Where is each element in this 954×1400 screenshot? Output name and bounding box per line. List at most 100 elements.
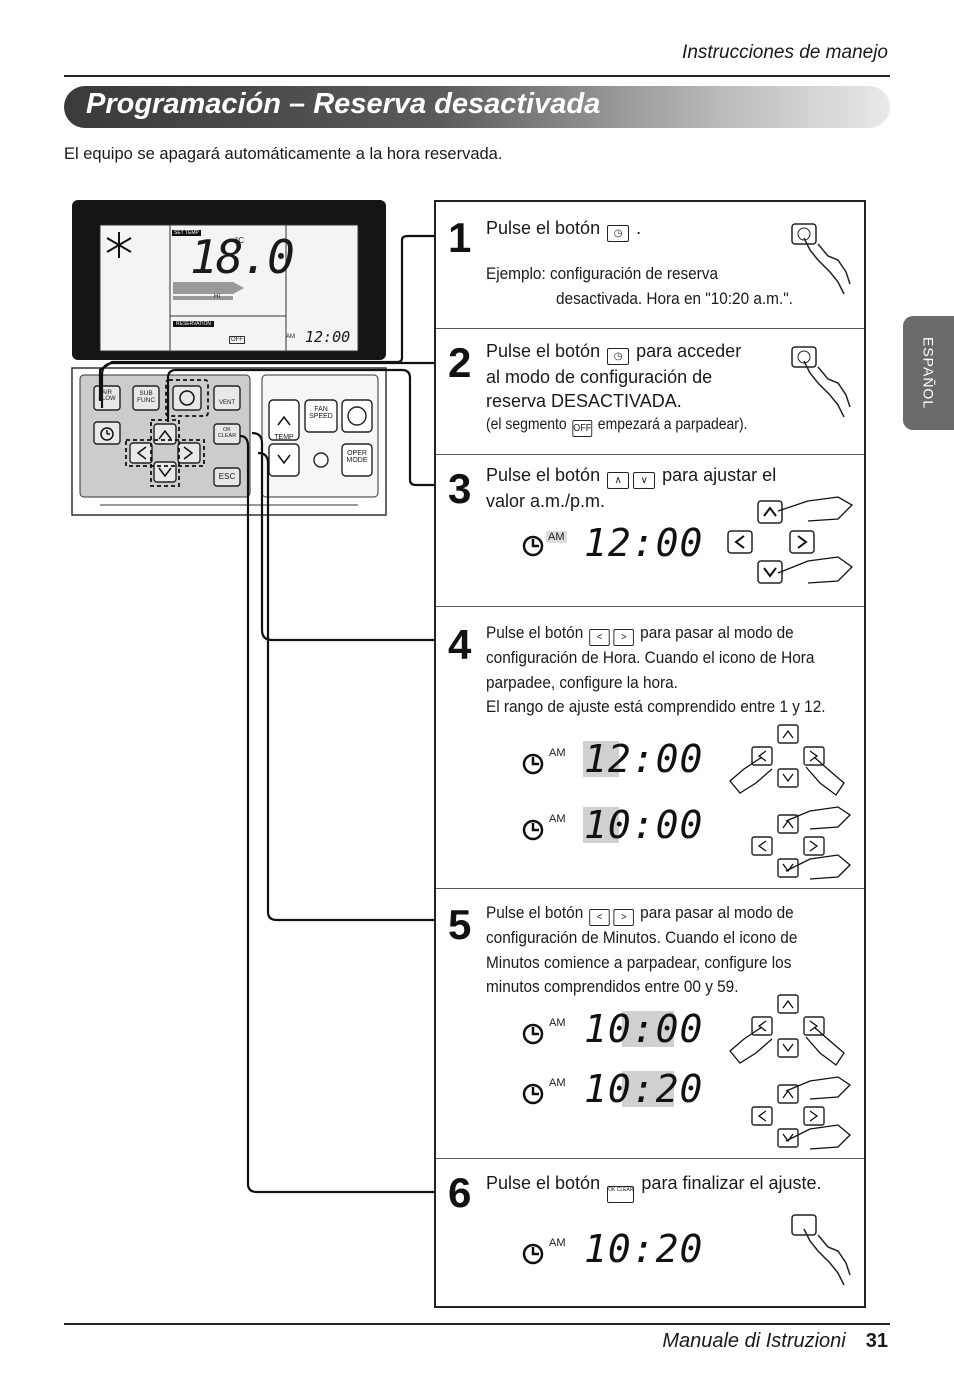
down-key-icon: ∨ (633, 472, 656, 489)
time-display: 10:00 (584, 1007, 704, 1051)
clock-icon (522, 535, 544, 557)
set-temp-label: SET TEMP (172, 230, 201, 236)
arrow-keys-hand-icon (729, 724, 852, 880)
step-6: 6 Pulse el botón OK CLEAR para finalizar… (436, 1158, 864, 1309)
title-bar (64, 86, 890, 128)
clock-icon (522, 1083, 544, 1105)
am-indicator: AM (549, 1017, 566, 1029)
intro-text: El equipo se apagará automáticamente a l… (64, 145, 503, 163)
step-number: 1 (448, 214, 472, 261)
step-number: 4 (448, 621, 472, 668)
esc-button[interactable]: ESC (218, 472, 236, 481)
step-3: 3 Pulse el botón ∧∨ para ajustar el valo… (436, 454, 864, 607)
step-2-line-2: al modo de configuración de (486, 367, 713, 387)
step-text: Pulse el botón <> para pasar al modo de … (486, 621, 826, 720)
reservation-label: RESERVATION (173, 321, 215, 327)
oper-mode-button[interactable]: OPER MODE (346, 450, 368, 464)
remote-drawing (71, 200, 434, 1194)
step-3-line-2: valor a.m./p.m. (486, 491, 606, 511)
step-6-text-a: Pulse el botón (486, 1173, 601, 1193)
step-number: 6 (448, 1169, 472, 1216)
language-tab: ESPAÑOL (903, 316, 954, 430)
page-number: 31 (865, 1330, 888, 1352)
step-number: 5 (448, 901, 472, 948)
off-segment: OFF (229, 336, 245, 344)
arrow-keys-hand-icon (729, 994, 852, 1150)
left-key-icon: < (589, 629, 610, 646)
hand-press-icon (791, 346, 851, 418)
remote-unit: °C (235, 236, 244, 245)
step-number: 2 (448, 339, 472, 386)
step-1-note-1: Ejemplo: configuración de reserva (486, 265, 719, 283)
hour-highlight (583, 741, 619, 777)
step-2-note-a: (el segmento (486, 416, 567, 433)
time-display: 10:00 (584, 803, 704, 847)
step-5-line-4: minutos comprendidos entre 00 y 59. (486, 978, 739, 996)
clock-icon (522, 819, 544, 841)
step-5-text-b: para pasar al modo de (640, 904, 794, 922)
remote-temp: 18.0 (190, 230, 295, 284)
clock-key-icon: ◷ (607, 348, 630, 365)
time-display: 12:00 (584, 737, 704, 781)
header-rule (64, 75, 890, 77)
time-display: 10:20 (584, 1067, 704, 1111)
right-key-icon: > (613, 629, 635, 646)
clock-key-icon: ◷ (607, 225, 630, 242)
ok-clear-button[interactable]: OK CLEAR (217, 427, 237, 439)
step-4-text-b: para pasar al modo de (640, 624, 794, 642)
temp-label: TEMP (274, 434, 294, 441)
minute-highlight (622, 1071, 674, 1107)
step-4-line-3: parpadee, configure la hora. (486, 673, 678, 692)
step-3-text-a: Pulse el botón (486, 465, 601, 485)
step-2-note-b: empezará a parpadear). (597, 416, 748, 433)
step-2: 2 Pulse el botón ◷ para acceder al modo … (436, 328, 864, 455)
clock-icon (522, 753, 544, 775)
step-text: Pulse el botón OK CLEAR para finalizar e… (486, 1171, 822, 1203)
clock-icon (522, 1243, 544, 1265)
minute-highlight (622, 1011, 674, 1047)
remote-controller: SET TEMP 18.0 °C HI RESERVATION OFF AM 1… (71, 200, 434, 1194)
step-text: Pulse el botón ◷ . (486, 216, 641, 242)
am-indicator: AM (549, 813, 566, 825)
step-number: 3 (448, 465, 472, 512)
am-indicator: AM (546, 531, 567, 543)
footer-rule (64, 1323, 890, 1325)
fan-level: HI (214, 294, 220, 300)
step-5: 5 Pulse el botón <> para pasar al modo d… (436, 888, 864, 1159)
am-indicator: AM (549, 1077, 566, 1089)
fan-speed-button[interactable]: FAN SPEED (309, 406, 333, 420)
subfunc-button[interactable]: SUB FUNC (136, 390, 156, 404)
language-tab-label: ESPAÑOL (920, 336, 937, 410)
step-text: Pulse el botón <> para pasar al modo de … (486, 901, 797, 1000)
step-4-line-2: configuración de Hora. Cuando el icono d… (486, 649, 815, 667)
time-display: 10:20 (584, 1227, 704, 1271)
hour-highlight (583, 807, 619, 843)
remote-time: 12:00 (305, 328, 351, 346)
right-key-icon: > (613, 909, 635, 926)
step-2-text-b: para acceder (636, 341, 742, 361)
clock-icon (522, 1023, 544, 1045)
vent-button[interactable]: VENT (218, 400, 235, 406)
snowflake-icon (106, 232, 132, 258)
step-4: 4 Pulse el botón <> para pasar al modo d… (436, 606, 864, 889)
step-3-text-b: para ajustar el (662, 465, 777, 485)
airflow-button[interactable]: AIR FLOW (98, 390, 116, 402)
ok-clear-key-icon: OK CLEAR (607, 1186, 635, 1203)
step-4-line-4: El rango de ajuste está comprendido entr… (486, 698, 826, 716)
step-1-text-b: . (636, 218, 642, 238)
step-2-text-a: Pulse el botón (486, 341, 601, 361)
am-indicator: AM (549, 1237, 566, 1249)
step-1-text-a: Pulse el botón (486, 218, 601, 238)
time-display: 12:00 (584, 521, 704, 565)
hand-press-icon (791, 223, 851, 295)
arrow-keys-hand-icon (727, 496, 854, 584)
remote-am: AM (286, 334, 295, 340)
step-1-note-2: desactivada. Hora en "10:20 a.m.". (556, 290, 793, 308)
page-title: Programación – Reserva desactivada (86, 88, 601, 120)
step-5-line-3: Minutos comience a parpadear, configure … (486, 953, 792, 972)
hand-press-icon (791, 1214, 851, 1286)
steps-panel: 1 Pulse el botón ◷ . Ejemplo: configurac… (434, 200, 866, 1308)
header-section: Instrucciones de manejo (682, 42, 888, 63)
off-segment-icon: OFF (572, 420, 593, 437)
up-key-icon: ∧ (607, 472, 630, 489)
